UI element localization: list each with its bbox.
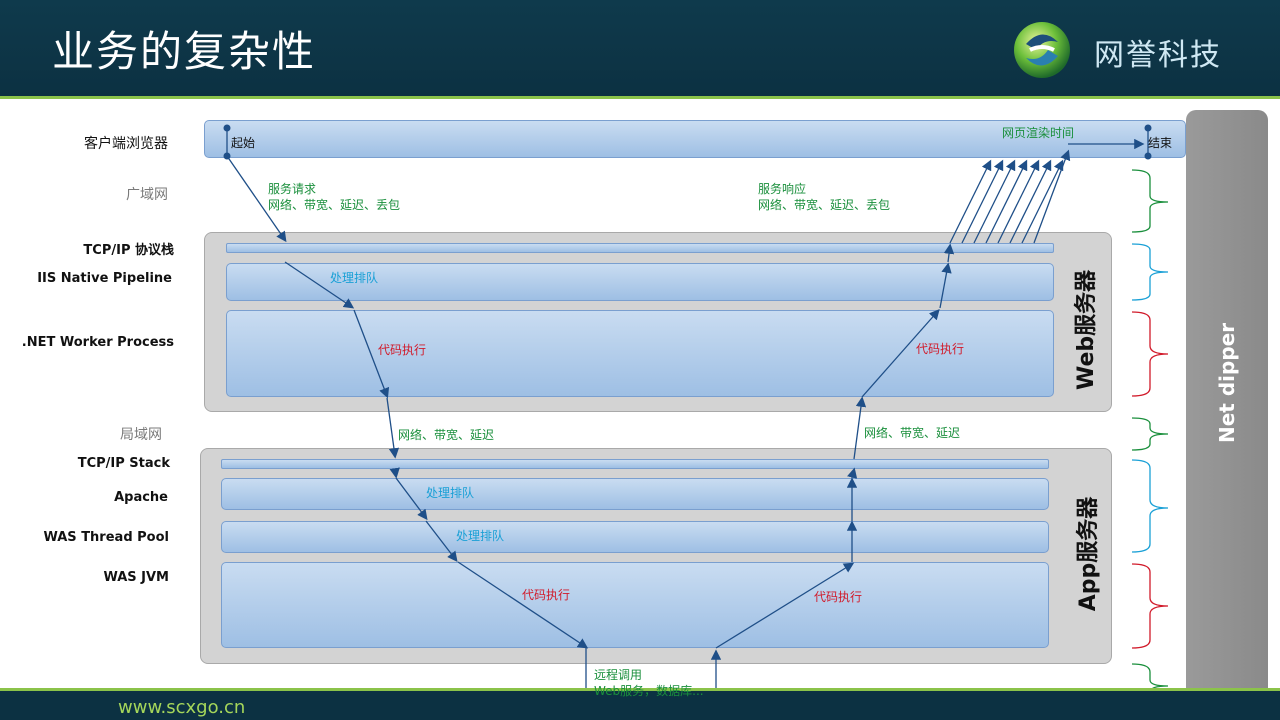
app-was-pool-row <box>221 521 1049 553</box>
app-jvm-row <box>221 562 1049 648</box>
footer-site: www.scxgo.cn <box>118 697 246 718</box>
queue-apache-label: 处理排队 <box>426 486 475 500</box>
label-lan: 局域网 <box>120 427 162 443</box>
label-iis-pipeline: IIS Native Pipeline <box>37 271 172 286</box>
label-was-thread-pool: WAS Thread Pool <box>43 530 169 545</box>
label-net-worker: .NET Worker Process <box>21 335 174 350</box>
code-web-right-label: 代码执行 <box>916 342 965 356</box>
app-apache-row <box>221 478 1049 510</box>
code-web-left-label: 代码执行 <box>378 343 427 357</box>
label-client-browser: 客户端浏览器 <box>84 136 168 152</box>
start-label: 起始 <box>231 136 256 150</box>
render-time-label: 网页渲染时间 <box>1002 126 1075 140</box>
response-subtitle: 网络、带宽、延迟、丢包 <box>758 198 891 212</box>
company-logo-icon <box>1014 22 1070 78</box>
web-tcpip-row <box>226 243 1054 253</box>
remote-call-subtitle: Web服务，数据库... <box>594 684 704 698</box>
header-divider <box>0 96 1280 99</box>
request-title: 服务请求 <box>268 182 317 196</box>
app-tcpip-row <box>221 459 1049 469</box>
lan-right-label: 网络、带宽、延迟 <box>864 426 961 440</box>
net-dipper-panel <box>1186 110 1268 708</box>
queue-was-label: 处理排队 <box>456 529 505 543</box>
label-apache: Apache <box>114 490 168 505</box>
request-subtitle: 网络、带宽、延迟、丢包 <box>268 198 401 212</box>
queue-web-label: 处理排队 <box>330 271 379 285</box>
label-wan: 广域网 <box>126 187 168 203</box>
footer-bar <box>0 691 1280 720</box>
code-app-right-label: 代码执行 <box>814 590 863 604</box>
footer-divider <box>0 688 1280 691</box>
browser-lane <box>204 120 1186 158</box>
company-name: 网誉科技 <box>1094 38 1222 73</box>
remote-call-title: 远程调用 <box>594 668 643 682</box>
web-worker-row <box>226 310 1054 397</box>
end-label: 结束 <box>1148 136 1173 150</box>
lan-left-label: 网络、带宽、延迟 <box>398 428 495 442</box>
web-iis-row <box>226 263 1054 301</box>
label-tcpip-web: TCP/IP 协议栈 <box>83 243 174 258</box>
code-app-left-label: 代码执行 <box>522 588 571 602</box>
page-title: 业务的复杂性 <box>52 27 317 76</box>
label-tcpip-app: TCP/IP Stack <box>77 456 170 471</box>
response-title: 服务响应 <box>758 182 807 196</box>
label-was-jvm: WAS JVM <box>103 570 169 585</box>
